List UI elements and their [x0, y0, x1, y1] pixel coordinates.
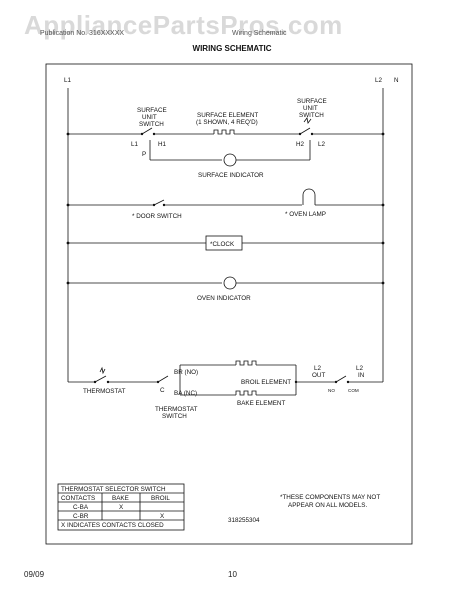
table-row-1-contacts: C-BA [73, 504, 89, 511]
l2-out-label-1: L2 [314, 365, 322, 372]
table-header-broil: BROIL [151, 495, 170, 502]
n-label: N [394, 77, 399, 84]
l2-label: L2 [375, 77, 383, 84]
surface-switch-left-label-2: UNIT [142, 114, 157, 121]
thermostat-label: THERMOSTAT [83, 388, 126, 395]
table-header-contacts: CONTACTS [61, 495, 95, 502]
terminal-p: P [142, 151, 146, 158]
l2-in-label-1: L2 [356, 365, 364, 372]
selector-switch-symbol [157, 375, 169, 383]
oven-indicator-symbol [223, 276, 237, 290]
surface-switch-left-label-3: SWITCH [139, 121, 164, 128]
selector-br-label: BR (NO) [174, 369, 198, 376]
footer-date: 09/09 [24, 570, 45, 579]
watermark: AppliancePartsPros.com [24, 10, 343, 40]
surface-switch-right-label-1: SURFACE [297, 98, 327, 105]
terminal-h2: H2 [296, 141, 305, 148]
header-section: Wiring Schematic [232, 30, 287, 37]
surface-switch-left-label-1: SURFACE [137, 107, 167, 114]
surface-switch-left [141, 127, 153, 135]
surface-indicator-symbol [223, 153, 237, 167]
oven-indicator-label: OVEN INDICATOR [197, 295, 251, 302]
broil-element-symbol [235, 360, 257, 366]
page-title: WIRING SCHEMATIC [192, 44, 272, 53]
terminal-h1: H1 [158, 141, 167, 148]
table-row-1-bake: X [119, 504, 124, 511]
terminal-l2: L2 [318, 141, 326, 148]
oven-lamp-symbol [302, 188, 316, 205]
surface-switch-right-label-2: UNIT [303, 105, 318, 112]
l1-label: L1 [64, 77, 72, 84]
selector-ba-label: BA (NC) [174, 390, 197, 397]
oven-lamp-label: * OVEN LAMP [285, 211, 326, 218]
header-publication: Publication No. 316XXXXX [40, 30, 125, 37]
door-switch-label: * DOOR SWITCH [132, 213, 182, 220]
note-line-2: APPEAR ON ALL MODELS. [288, 502, 367, 509]
note-line-1: *THESE COMPONENTS MAY NOT [280, 494, 380, 501]
surface-element-symbol [213, 129, 235, 135]
thermostat-symbol [94, 375, 107, 383]
surface-switch-right-label-3: SWITCH [299, 112, 324, 119]
surface-switch-right [299, 127, 311, 135]
door-switch-symbol [153, 199, 165, 206]
part-number: 318255304 [228, 517, 260, 524]
table-row-2-contacts: C-BR [73, 513, 89, 520]
schematic-border [45, 63, 413, 545]
table-header-bake: BAKE [112, 495, 129, 502]
relay-no-label: NO [328, 388, 335, 393]
footer-page-number: 10 [228, 570, 237, 579]
thermostat-switch-label-2: SWITCH [162, 413, 187, 420]
bake-element-symbol [235, 390, 257, 396]
bake-element-label: BAKE ELEMENT [237, 400, 285, 407]
selector-table-border [57, 483, 185, 531]
surface-indicator-label: SURFACE INDICATOR [198, 172, 264, 179]
broil-element-label: BROIL ELEMENT [241, 379, 291, 386]
surface-element-label-1: SURFACE ELEMENT [197, 112, 258, 119]
terminal-l1: L1 [131, 141, 139, 148]
selector-c-label: C [160, 387, 165, 394]
table-row-2-broil: X [160, 513, 165, 520]
table-footnote: X INDICATES CONTACTS CLOSED [61, 522, 164, 529]
table-title: THERMOSTAT SELECTOR SWITCH [61, 486, 166, 493]
l2-in-label-2: IN [358, 372, 365, 379]
surface-element-label-2: (1 SHOWN, 4 REQ'D) [196, 119, 258, 126]
relay-contact-symbol [335, 375, 347, 383]
l2-out-label-2: OUT [312, 372, 325, 379]
thermostat-switch-label-1: THERMOSTAT [155, 406, 198, 413]
relay-com-label: COM [348, 388, 359, 393]
clock-label: *CLOCK [210, 241, 235, 248]
